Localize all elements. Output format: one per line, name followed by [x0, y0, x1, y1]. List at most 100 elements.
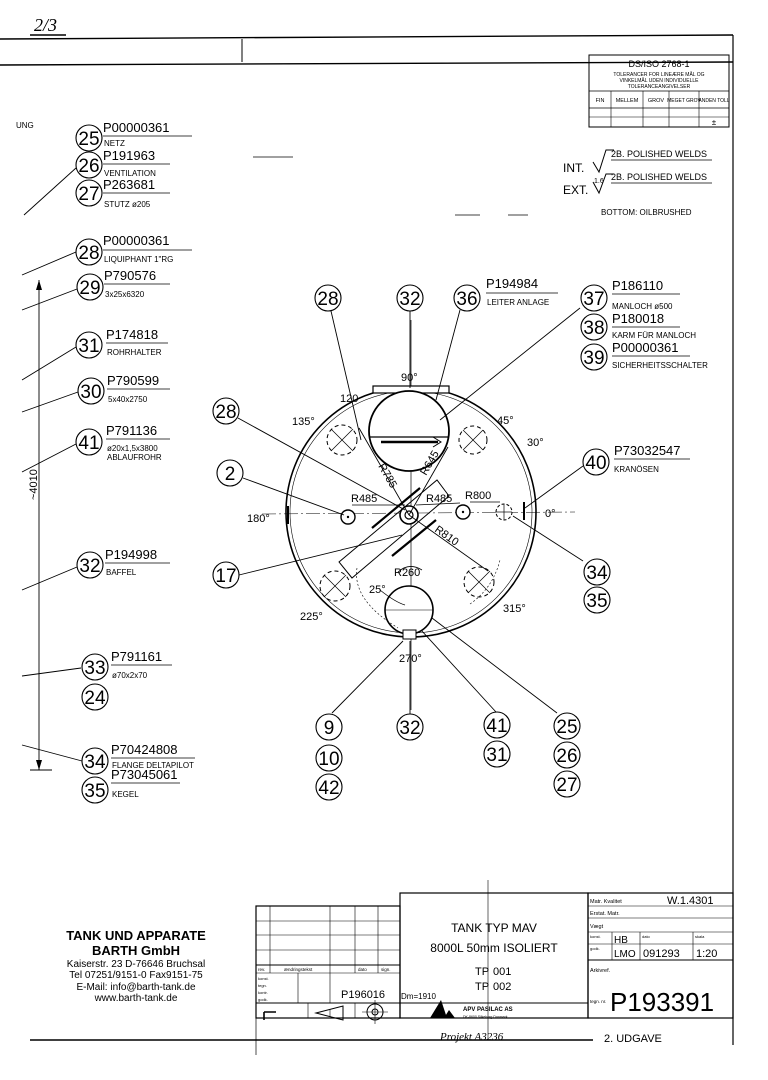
- svg-text:STUTZ ø205: STUTZ ø205: [104, 200, 151, 209]
- svg-text:sign.: sign.: [381, 967, 391, 972]
- apv-name: APV PASILAC AS: [463, 1007, 513, 1013]
- drawing-title-2: 8000L 50mm ISOLIERT: [430, 941, 558, 955]
- balloon-2: 2: [216, 459, 244, 487]
- balloon-26: 26: [553, 741, 581, 769]
- callout-35: 35 P73045061 KEGEL: [81, 767, 180, 804]
- svg-text:38: 38: [583, 318, 604, 339]
- svg-text:28: 28: [215, 402, 236, 423]
- svg-text:DK-8600 Silkeborg Danmark: DK-8600 Silkeborg Danmark: [463, 1015, 508, 1019]
- company-address-2: Tel 07251/9151-0 Fax9151-75: [69, 970, 203, 982]
- edition: 2. UDGAVE: [604, 1033, 662, 1045]
- drawing-title-1: TANK TYP MAV: [451, 921, 537, 935]
- top-border: [0, 34, 734, 40]
- date-value: 091293: [643, 948, 680, 960]
- svg-text:TOLERANCER FOR LINEÆRE MÅL OG: TOLERANCER FOR LINEÆRE MÅL OG: [613, 71, 704, 78]
- svg-text:25: 25: [78, 129, 99, 150]
- svg-text:rev.: rev.: [258, 967, 265, 972]
- svg-text:28: 28: [317, 289, 338, 310]
- svg-text:P73032547: P73032547: [614, 443, 681, 458]
- svg-text:42: 42: [318, 778, 339, 799]
- company-name-2: BARTH GmbH: [91, 942, 181, 958]
- svg-text:P180018: P180018: [612, 311, 664, 326]
- right-callouts: 36 P194984 LEITER ANLAGE 37 P186110 MANL…: [453, 276, 708, 476]
- tolerance-title: DS/ISO 2768-1: [628, 59, 689, 69]
- svg-text:dato: dato: [642, 934, 651, 939]
- callout-40: 40 P73032547 KRANÖSEN: [582, 443, 690, 476]
- balloon-27: 27: [553, 770, 581, 798]
- company-address-1: Kaiserstr. 23 D-76646 Bruchsal: [66, 958, 206, 970]
- surface-finish-notes: INT. 2B. POLISHED WELDS EXT. 1.6 2B. POL…: [563, 149, 712, 217]
- svg-text:27: 27: [556, 775, 577, 796]
- drawing-number: P193391: [610, 987, 714, 1017]
- balloon-32-top: 32: [396, 284, 424, 312]
- svg-text:2B. POLISHED WELDS: 2B. POLISHED WELDS: [611, 149, 707, 159]
- svg-text:KRANÖSEN: KRANÖSEN: [614, 465, 659, 474]
- balloon-17: 17: [212, 561, 240, 589]
- svg-text:kontr.: kontr.: [258, 990, 268, 995]
- callout-41: 41 P791136 ø20x1,5x3800 ABLAUFROHR: [75, 423, 170, 462]
- svg-text:FLANGE DELTAPILOT: FLANGE DELTAPILOT: [112, 761, 194, 770]
- svg-text:TP: TP: [475, 981, 489, 993]
- svg-text:26: 26: [556, 746, 577, 767]
- balloon-10: 10: [315, 744, 343, 772]
- callout-36: 36 P194984 LEITER ANLAGE: [453, 276, 558, 312]
- svg-text:135°: 135°: [292, 416, 315, 428]
- svg-text:5x40x2750: 5x40x2750: [108, 395, 148, 404]
- svg-text:R485: R485: [426, 493, 452, 505]
- svg-text:KARM FÜR MANLOCH: KARM FÜR MANLOCH: [612, 331, 696, 340]
- cut-text: UNG: [16, 121, 34, 130]
- svg-text:17: 17: [215, 566, 236, 587]
- callout-25: 25 P00000361 NETZ: [75, 120, 192, 152]
- svg-text:EXT.: EXT.: [563, 183, 588, 197]
- svg-text:39: 39: [583, 348, 604, 369]
- svg-text:KEGEL: KEGEL: [112, 790, 139, 799]
- svg-text:SICHERHEITSSCHALTER: SICHERHEITSSCHALTER: [612, 361, 708, 370]
- callout-29: 29 P790576 3x25x6320: [76, 268, 170, 301]
- svg-text:27: 27: [78, 184, 99, 205]
- svg-text:ændringstekst: ændringstekst: [284, 967, 313, 972]
- svg-text:dato: dato: [358, 967, 367, 972]
- svg-text:3x25x6320: 3x25x6320: [105, 290, 145, 299]
- svg-text:FIN: FIN: [596, 98, 605, 104]
- svg-text:41: 41: [78, 433, 99, 454]
- callout-26: 26 P191963 VENTILATION: [75, 148, 170, 179]
- svg-text:VINKELMÅL UDEN INDIVIDUELLE: VINKELMÅL UDEN INDIVIDUELLE: [619, 77, 699, 84]
- svg-text:33: 33: [84, 658, 105, 679]
- svg-text:ROHRHALTER: ROHRHALTER: [107, 348, 162, 357]
- callout-30: 30 P790599 5x40x2750: [77, 373, 170, 405]
- height-dimension-label: ~4010: [28, 469, 40, 500]
- svg-text:godk.: godk.: [590, 946, 600, 951]
- svg-text:ABLAUFROHR: ABLAUFROHR: [107, 453, 162, 462]
- svg-text:LEITER ANLAGE: LEITER ANLAGE: [487, 298, 549, 307]
- svg-text:24: 24: [84, 688, 106, 709]
- svg-text:120: 120: [340, 393, 358, 405]
- company-name-1: TANK UND APPARATE: [66, 928, 206, 943]
- svg-text:MELLEM: MELLEM: [616, 98, 639, 104]
- balloon-25: 25: [553, 712, 581, 740]
- balloon-31: 31: [483, 740, 511, 768]
- svg-text:35: 35: [586, 591, 607, 612]
- svg-text:2B. POLISHED WELDS: 2B. POLISHED WELDS: [611, 172, 707, 182]
- tolerance-box: DS/ISO 2768-1 TOLERANCER FOR LINEÆRE MÅL…: [588, 54, 730, 128]
- svg-text:P00000361: P00000361: [103, 233, 170, 248]
- svg-text:002: 002: [493, 981, 511, 993]
- svg-text:R810: R810: [432, 524, 460, 549]
- svg-text:32: 32: [79, 556, 100, 577]
- balloon-28-left: 28: [212, 397, 240, 425]
- svg-text:31: 31: [78, 336, 99, 357]
- balloon-42: 42: [315, 773, 343, 801]
- svg-text:25: 25: [556, 717, 577, 738]
- svg-text:TP: TP: [475, 966, 489, 978]
- svg-text:34: 34: [84, 752, 106, 773]
- svg-text:ø20x1,5x3800: ø20x1,5x3800: [107, 444, 158, 453]
- balloon-41: 41: [483, 711, 511, 739]
- left-callouts: 25 P00000361 NETZ 26 P191963 VENTILATION…: [75, 120, 195, 804]
- company-email: E-Mail: info@barth-tank.de: [76, 981, 196, 993]
- balloon-35: 35: [583, 586, 611, 614]
- callout-24: 24: [81, 683, 109, 711]
- svg-text:MANLOCH ø500: MANLOCH ø500: [612, 302, 673, 311]
- balloon-34: 34: [583, 558, 611, 586]
- svg-text:R800: R800: [465, 490, 491, 502]
- svg-text:0°: 0°: [545, 508, 556, 520]
